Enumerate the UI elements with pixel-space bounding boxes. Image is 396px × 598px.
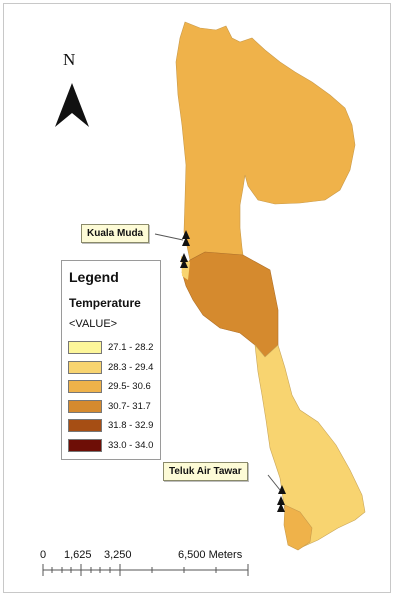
region-south — [254, 344, 366, 549]
legend-range: 33.0 - 34.0 — [108, 439, 154, 451]
legend-swatch — [68, 380, 102, 394]
north-arrow-icon — [55, 83, 89, 127]
legend-swatch — [68, 360, 102, 374]
scale-bar — [42, 564, 249, 576]
scale-label: 0 — [40, 549, 47, 561]
callout-kuala-muda: Kuala Muda — [81, 224, 150, 243]
legend-range: 29.5- 30.6 — [108, 381, 151, 393]
legend-item: 33.0 - 34.0 — [68, 436, 153, 456]
callout-leader-teluk — [267, 474, 281, 491]
legend-swatch — [68, 419, 102, 433]
legend-item: 27.1 - 28.2 — [68, 338, 153, 358]
legend-swatch — [68, 341, 102, 355]
legend-title: Legend — [69, 269, 119, 285]
legend-item: 29.5- 30.6 — [68, 377, 153, 397]
region-middle — [181, 251, 279, 358]
legend-list: 27.1 - 28.2 28.3 - 29.4 29.5- 30.6 30.7-… — [68, 338, 153, 455]
north-arrow-label: N — [63, 50, 76, 69]
legend-swatch — [68, 399, 102, 413]
legend-range: 30.7- 31.7 — [108, 400, 151, 412]
scale-label: 3,250 — [104, 549, 132, 561]
scale-label: 6,500 Meters — [178, 549, 243, 561]
region-teluk-patch — [283, 504, 313, 551]
legend-swatch — [68, 438, 102, 452]
legend-subtitle: Temperature — [69, 296, 141, 310]
marker-teluk-air-tawar — [277, 485, 286, 512]
marker-kuala-muda — [180, 230, 190, 268]
callout-leader-kuala — [154, 233, 184, 241]
legend-item: 30.7- 31.7 — [68, 397, 153, 417]
legend-range: 31.8 - 32.9 — [108, 420, 154, 432]
legend-field: <VALUE> — [69, 318, 118, 330]
legend-item: 31.8 - 32.9 — [68, 416, 153, 436]
legend-box: Legend Temperature <VALUE> 27.1 - 28.2 2… — [61, 260, 161, 460]
scale-labels: 0 1,625 3,250 6,500 Meters — [0, 549, 396, 563]
region-north — [175, 21, 356, 261]
legend-item: 28.3 - 29.4 — [68, 358, 153, 378]
legend-range: 27.1 - 28.2 — [108, 342, 154, 354]
callout-teluk-air-tawar: Teluk Air Tawar — [163, 462, 248, 481]
scale-label: 1,625 — [64, 549, 92, 561]
legend-range: 28.3 - 29.4 — [108, 361, 154, 373]
